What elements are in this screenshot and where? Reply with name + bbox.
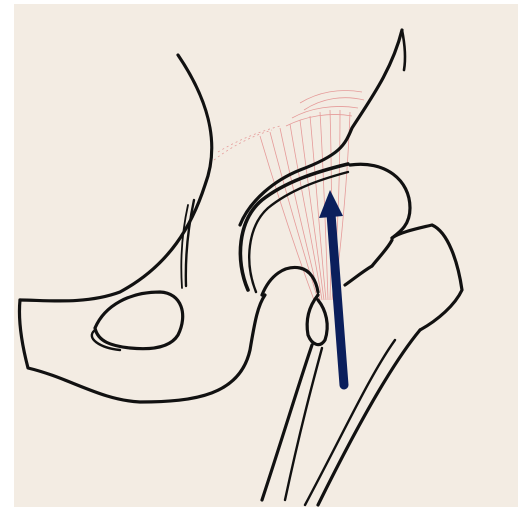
- paper-background: [14, 4, 518, 507]
